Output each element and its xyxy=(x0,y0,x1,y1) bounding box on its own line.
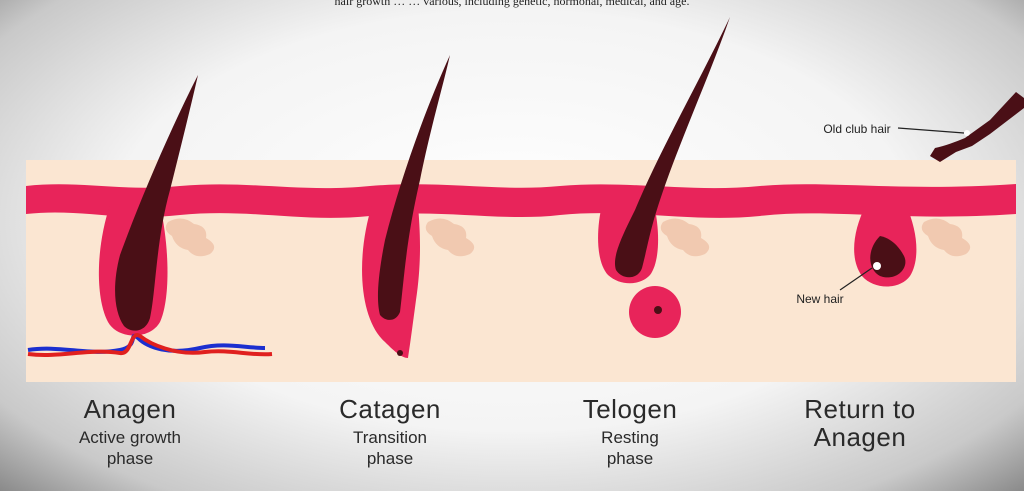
stage-return-to-anagen: Return to Anagen xyxy=(780,395,940,451)
stage-description: Resting phase xyxy=(585,427,675,469)
old-club-hair xyxy=(930,92,1024,162)
old-club-hair-label: Old club hair xyxy=(815,122,899,136)
stage-description: Transition phase xyxy=(340,427,440,469)
catagen-papilla xyxy=(397,350,403,356)
stage-description: Active growth phase xyxy=(70,427,190,469)
stage-name: Telogen xyxy=(540,395,720,423)
stage-catagen: Catagen Transition phase xyxy=(300,395,480,469)
old-club-hair-leader xyxy=(898,128,964,133)
stage-name: Catagen xyxy=(300,395,480,423)
old-club-hair-dot xyxy=(964,130,970,136)
new-hair-dot xyxy=(873,262,881,270)
stage-telogen: Telogen Resting phase xyxy=(540,395,720,469)
new-hair-label: New hair xyxy=(792,292,848,306)
stage-name: Return to Anagen xyxy=(795,395,925,451)
stage-name: Anagen xyxy=(40,395,220,423)
stage-anagen: Anagen Active growth phase xyxy=(40,395,220,469)
telogen-papilla-core xyxy=(654,306,662,314)
